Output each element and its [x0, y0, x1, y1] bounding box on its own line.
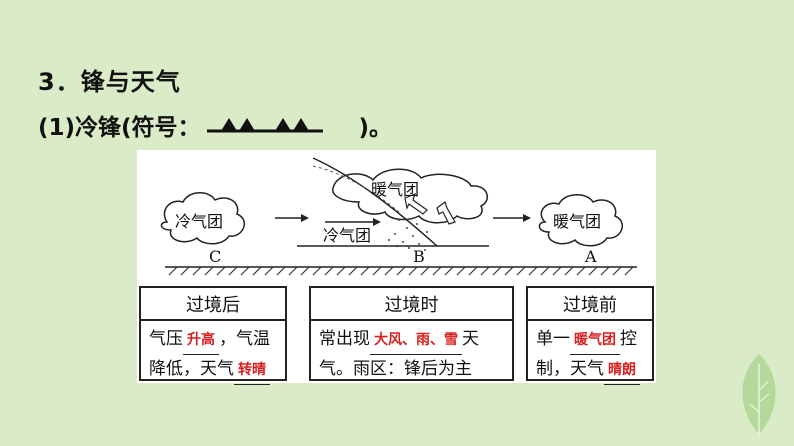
during-passage-cell: 过境时 常出现大风、雨、雪天 气。雨区：锋后为主 — [309, 286, 514, 381]
cold-air-cloud-left-icon — [160, 192, 246, 245]
answer-clearing: 转晴 — [234, 356, 270, 385]
before-passage-cell: 过境前 单一暖气团控 制，天气晴朗 — [526, 286, 654, 385]
warm-air-cloud-top-icon — [332, 168, 489, 224]
before-passage-header: 过境前 — [528, 288, 652, 321]
cold-front-diagram — [160, 157, 637, 276]
answer-warm-air-mass: 暖气团 — [570, 326, 620, 355]
point-c-label: C — [209, 247, 222, 266]
cold-front-figure: 冷气团 暖气团 冷气团 暖气团 C B A 过境后 气压升高，气温 降低，天气转… — [137, 150, 656, 385]
warm-air-mass-right-label: 暖气团 — [553, 212, 602, 231]
answer-pressure-rise: 升高 — [183, 326, 219, 355]
cold-air-mass-mid-label: 冷气团 — [323, 226, 372, 245]
warm-air-mass-top-label: 暖气团 — [371, 180, 420, 199]
cold-air-mass-left-label: 冷气团 — [175, 212, 224, 231]
section-heading: 3．锋与天气 — [38, 68, 181, 96]
cold-front-subheading: (1)冷锋(符号： )。 — [38, 108, 392, 142]
cold-front-symbol-icon — [205, 112, 325, 134]
point-a-label: A — [585, 247, 597, 266]
ground-hatch-icon — [168, 266, 634, 276]
warm-air-cloud-right-icon — [538, 194, 624, 247]
after-passage-header: 过境后 — [141, 288, 285, 321]
decorative-leaf-icon — [742, 354, 776, 436]
subheading-prefix: (1)冷锋(符号： — [38, 115, 201, 141]
subheading-suffix: )。 — [358, 115, 393, 141]
after-passage-cell: 过境后 气压升高，气温 降低，天气转晴 — [139, 286, 287, 385]
rain-dots-icon — [388, 219, 428, 251]
answer-wind-rain-snow: 大风、雨、雪 — [370, 326, 462, 355]
point-b-label: B — [413, 247, 425, 266]
rising-warm-air-arrows-icon — [404, 192, 456, 225]
during-passage-header: 过境时 — [311, 288, 512, 321]
answer-sunny: 晴朗 — [604, 356, 640, 385]
